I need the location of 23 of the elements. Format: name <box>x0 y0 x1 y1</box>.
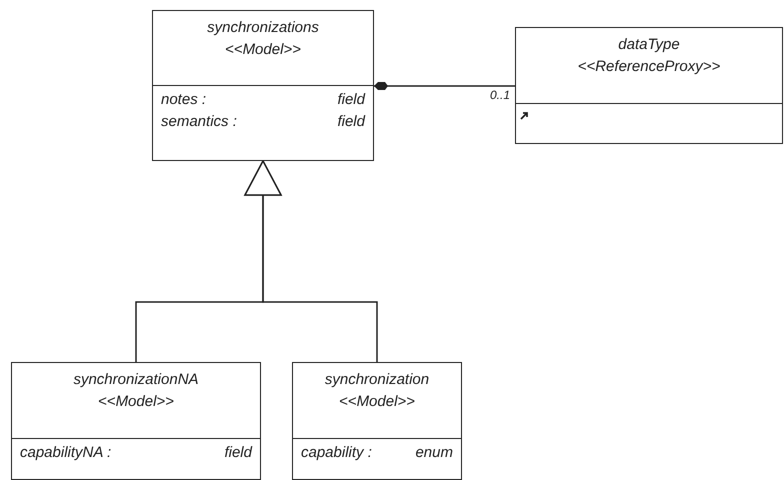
attribute-type: field <box>337 112 365 132</box>
class-box <box>11 362 261 480</box>
attribute-type: enum <box>415 443 453 463</box>
class-box <box>515 27 783 144</box>
generalization-arrow <box>244 160 378 362</box>
attribute-type: field <box>337 90 365 110</box>
attribute-name: capabilityNA : <box>20 443 112 463</box>
class-name: synchronizations <box>206 18 320 38</box>
attribute-type: field <box>224 443 252 463</box>
attribute-name: semantics : <box>161 112 237 132</box>
stereotype-label: <<Model>> <box>97 392 175 412</box>
class-name: synchronization <box>324 370 430 390</box>
stereotype-label: <<Model>> <box>338 392 416 412</box>
attribute-name: capability : <box>301 443 372 463</box>
class-name: synchronizationNA <box>72 370 200 390</box>
stereotype-label: <<Model>> <box>224 40 302 60</box>
class-box <box>152 10 374 161</box>
class-name: dataType <box>617 35 681 55</box>
multiplicity-label: 0..1 <box>489 89 512 102</box>
class-box <box>292 362 462 480</box>
composition-line <box>374 82 515 90</box>
attribute-name: notes : <box>161 90 206 110</box>
stereotype-label: <<ReferenceProxy>> <box>576 57 722 77</box>
